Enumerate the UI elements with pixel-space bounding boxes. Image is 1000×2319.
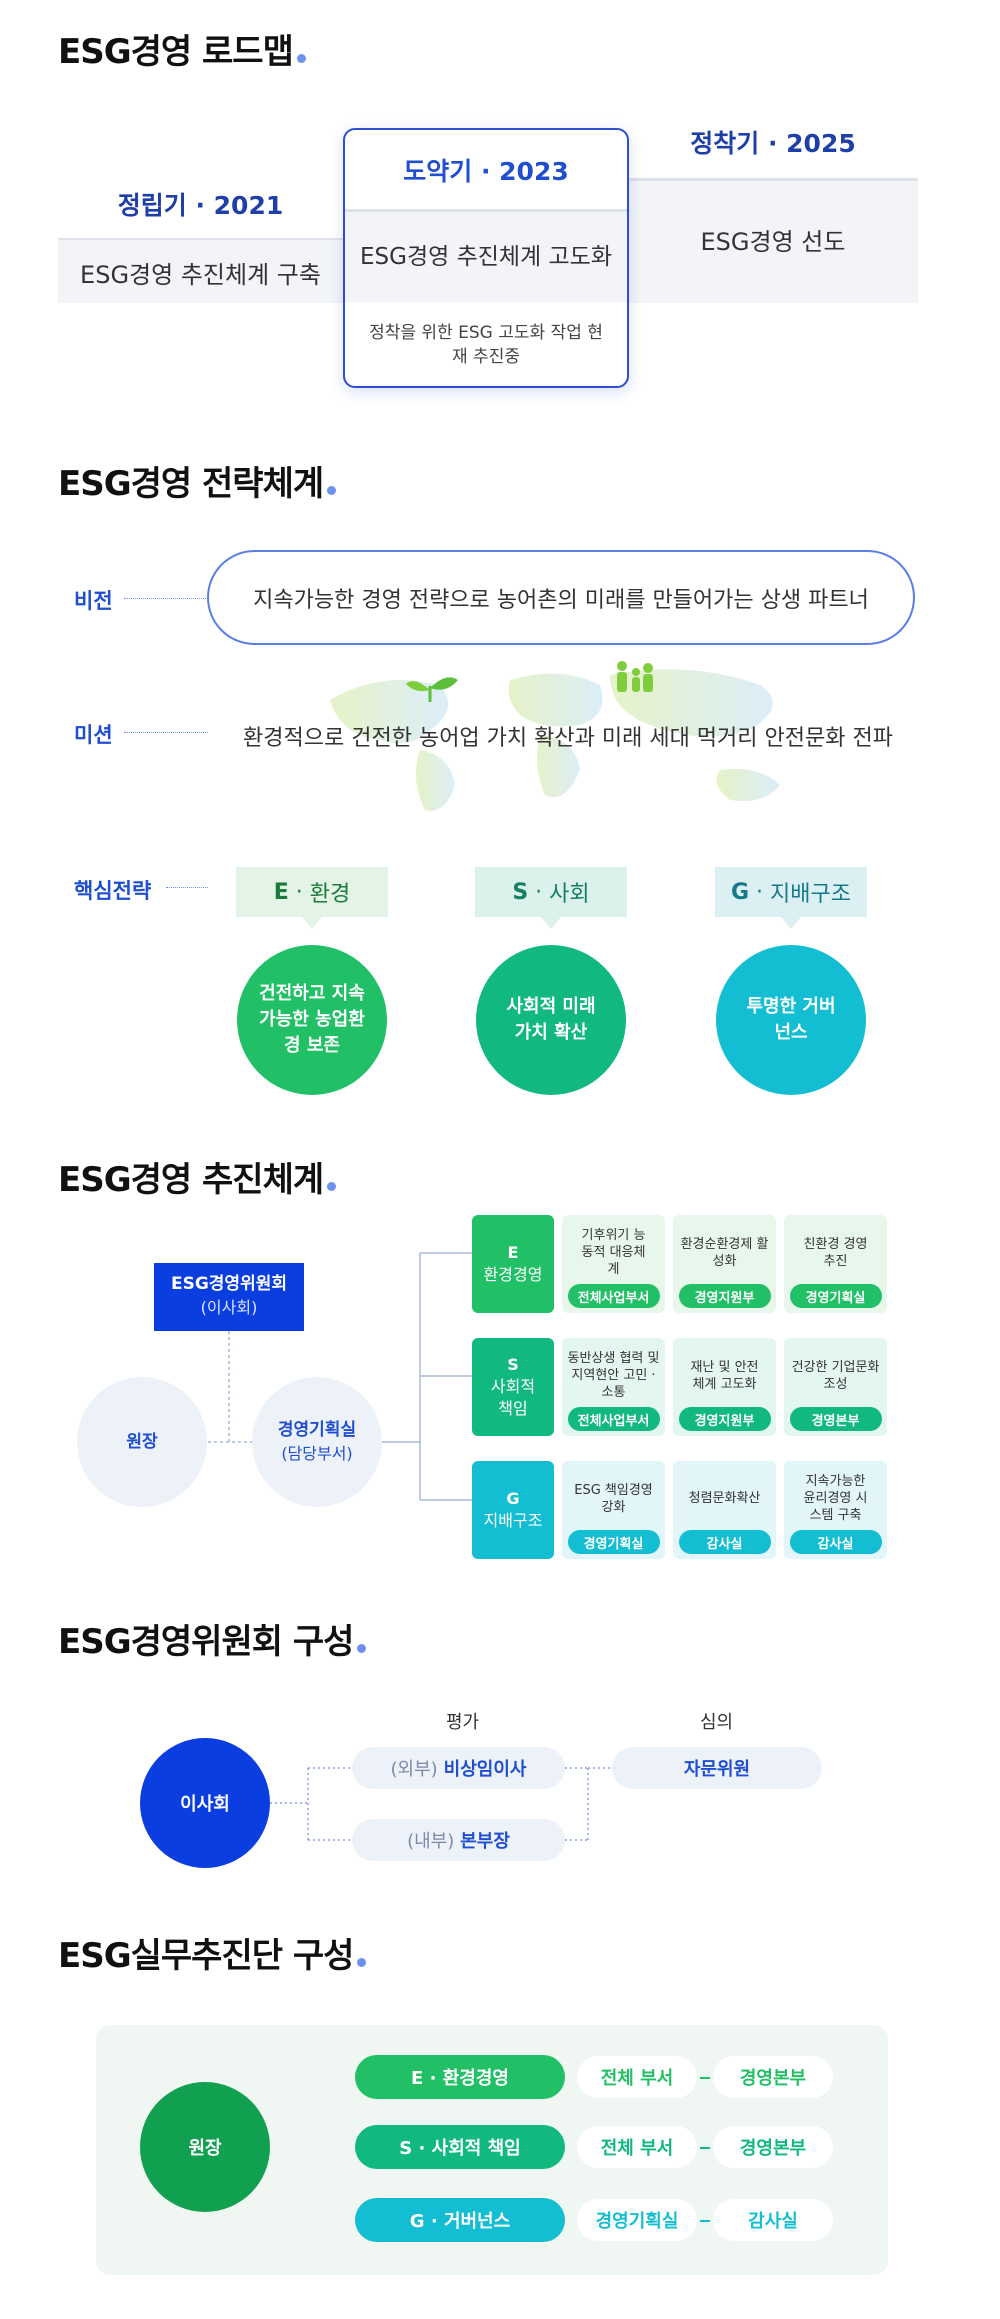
title-dot — [327, 1182, 337, 1191]
roadmap-phase2-year: 도약기 · 2023 — [345, 130, 627, 212]
world-map-illustration — [330, 661, 780, 811]
roadmap-phase1-desc: ESG경영 추진체계 구축 — [80, 261, 321, 289]
taskforce-row-g-label: G · 거버넌스 — [355, 2198, 565, 2242]
mission-connector — [124, 732, 208, 733]
taskforce-row-g-dash — [700, 2220, 710, 2222]
category-g-box: G 지배구조 — [472, 1461, 554, 1559]
advisor-pill: 자문위원 — [612, 1747, 822, 1789]
taskforce-row-g-dept-a: 경영기획실 — [577, 2199, 697, 2241]
title-dot — [357, 1644, 367, 1653]
category-s-box: S 사회적 책임 — [472, 1338, 554, 1436]
roadmap-phase3-desc: ESG경영 선도 — [700, 228, 846, 256]
pillar-tag-s: S · 사회 — [475, 867, 627, 929]
pillar-tag-e: E · 환경 — [236, 867, 388, 929]
taskforce-row-s-dept-a: 전체 부서 — [577, 2126, 697, 2168]
mission-label: 미션 — [74, 723, 113, 747]
title-dot — [327, 486, 337, 495]
pillar-tag-g: G · 지배구조 — [715, 867, 867, 929]
core-strategy-connector — [166, 887, 208, 888]
planning-office-circle: 경영기획실 (담당부서) — [252, 1377, 382, 1507]
roadmap-phase2-desc: ESG경영 추진체계 고도화 — [345, 212, 627, 302]
board-circle: 이사회 — [140, 1738, 270, 1868]
taskforce-row-g-dept-b: 감사실 — [713, 2199, 833, 2241]
roadmap-phase1-year: 정립기 · 2021 — [117, 191, 284, 220]
head-circle: 원장 — [77, 1377, 207, 1507]
roadmap-phase3-band — [628, 178, 918, 303]
column-header-deliberation: 심의 — [700, 1712, 734, 1733]
family-icon — [617, 661, 653, 692]
pillar-goal-s: 사회적 미래 가치 확산 — [476, 945, 626, 1095]
vision-text: 지속가능한 경영 전략으로 농어촌의 미래를 만들어가는 상생 파트너 — [207, 550, 915, 645]
roadmap-phase2-card: 도약기 · 2023 ESG경영 추진체계 고도화 정착을 위한 ESG 고도화… — [343, 128, 629, 388]
taskforce-row-e-dept-a: 전체 부서 — [577, 2056, 697, 2098]
sprout-icon — [406, 677, 458, 702]
pillar-goal-g: 투명한 거버넌스 — [716, 945, 866, 1095]
category-e-box: E 환경경영 — [472, 1215, 554, 1313]
pillar-goal-e: 건전하고 지속가능한 농업환경 보존 — [237, 945, 387, 1095]
vision-connector — [124, 598, 208, 599]
column-header-evaluation: 평가 — [446, 1712, 480, 1733]
taskforce-row-s-dept-b: 경영본부 — [713, 2126, 833, 2168]
committee-comp-title: ESG경영위원회 구성 — [58, 1614, 367, 1663]
core-strategy-label: 핵심전략 — [74, 879, 152, 903]
roadmap-phase2-note: 정착을 위한 ESG 고도화 작업 현재 추진중 — [369, 322, 603, 367]
taskforce-row-e-dept-b: 경영본부 — [713, 2056, 833, 2098]
taskforce-row-s-dash — [700, 2147, 710, 2149]
member-internal: (내부)본부장 — [352, 1819, 565, 1861]
taskforce-head-circle: 원장 — [140, 2082, 270, 2212]
roadmap-phase1-band — [58, 238, 343, 303]
title-dot — [296, 54, 306, 63]
system-title: ESG경영 추진체계 — [58, 1152, 337, 1201]
strategy-title: ESG경영 전략체계 — [58, 456, 337, 505]
taskforce-row-e-label: E · 환경경영 — [355, 2055, 565, 2099]
esg-committee-box: ESG경영위원회 (이사회) — [154, 1263, 304, 1331]
mission-text: 환경적으로 건전한 농어업 가치 확산과 미래 세대 먹거리 안전문화 전파 — [243, 726, 893, 751]
taskforce-row-s-label: S · 사회적 책임 — [355, 2125, 565, 2169]
taskforce-title: ESG실무추진단 구성 — [58, 1928, 367, 1977]
title-dot — [357, 1958, 367, 1967]
roadmap-title: ESG경영 로드맵 — [58, 24, 306, 73]
member-external: (외부)비상임이사 — [352, 1747, 565, 1789]
roadmap-phase3-year: 정착기 · 2025 — [690, 129, 856, 158]
vision-label: 비전 — [74, 589, 113, 613]
taskforce-row-e-dash — [700, 2077, 710, 2079]
